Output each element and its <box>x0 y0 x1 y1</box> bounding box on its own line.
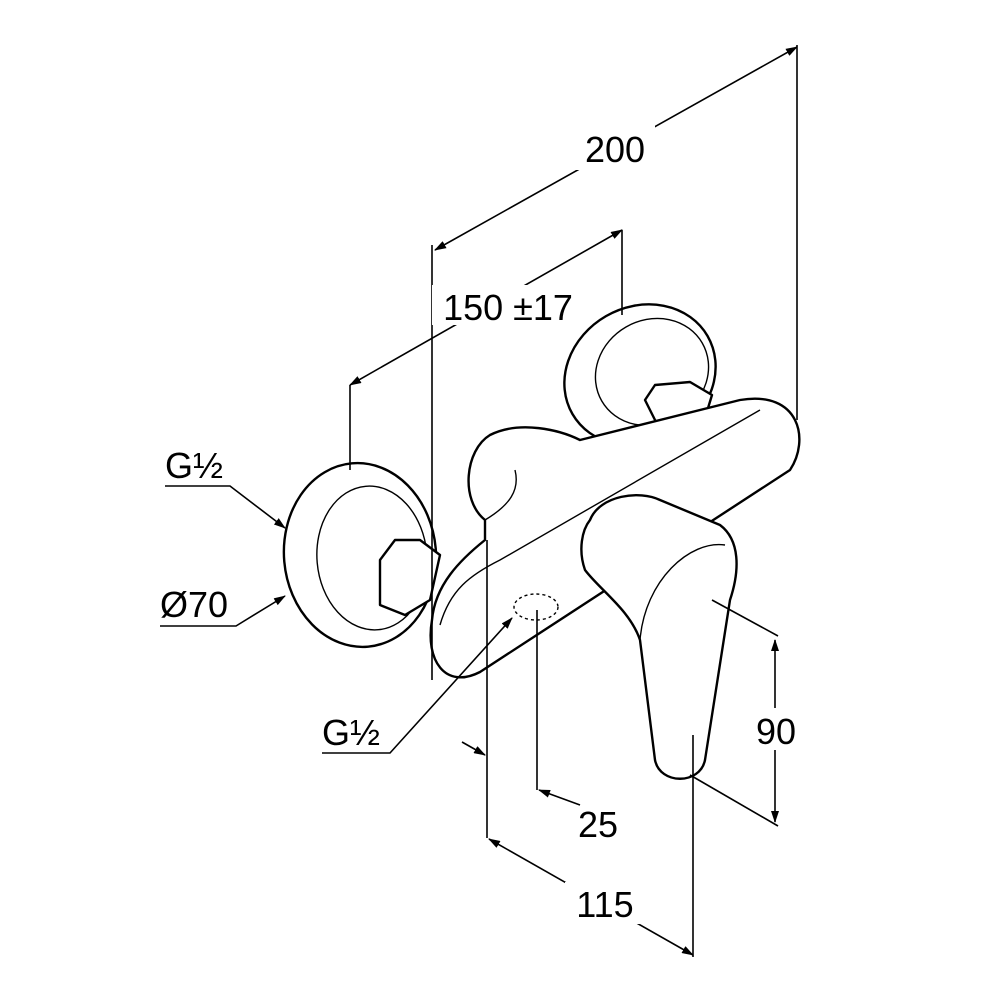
outlet-opening <box>513 593 559 621</box>
dimension-115-label: 115 <box>576 884 633 925</box>
left-wall-flange <box>282 461 442 649</box>
dimension-25-label: 25 <box>578 804 618 845</box>
flange-diameter-callout: Ø70 <box>160 584 286 627</box>
outlet-thread-label: G½ <box>322 712 380 753</box>
flange-diameter-label: Ø70 <box>160 584 228 625</box>
dimension-150-label: 150 ±17 <box>443 287 573 328</box>
dimension-115: 115 <box>488 735 694 957</box>
dimension-150: 150 ±17 <box>349 229 623 470</box>
inlet-thread-label: G½ <box>165 445 223 486</box>
mixer-lever-handle <box>580 493 738 780</box>
outlet-thread-callout: G½ <box>322 617 513 754</box>
dimension-200-label: 200 <box>585 129 645 170</box>
dimension-90-label: 90 <box>756 711 796 752</box>
inlet-thread-callout: G½ <box>165 445 286 529</box>
dimension-90: 90 <box>689 599 802 827</box>
dimension-25: 25 <box>461 540 618 845</box>
